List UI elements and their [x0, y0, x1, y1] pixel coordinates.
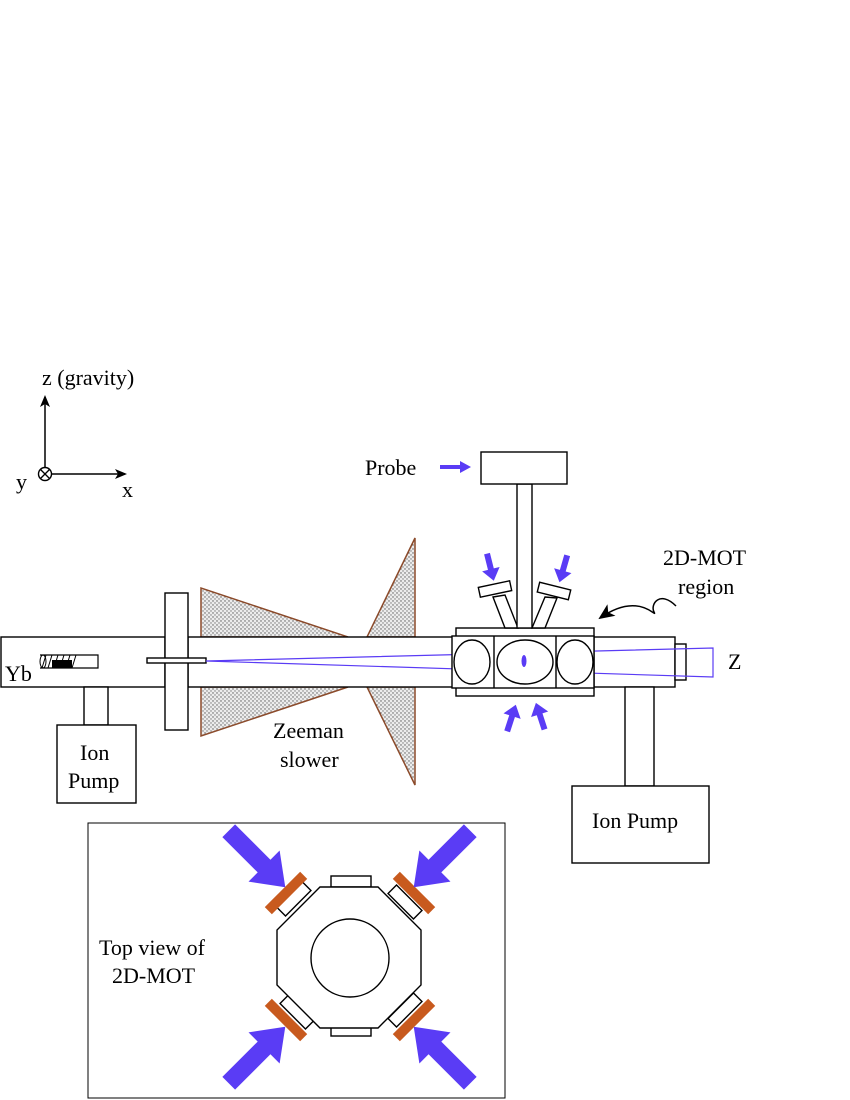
oven-chamber — [0, 636, 166, 688]
yb-oven: Yb — [5, 654, 99, 686]
oven-heater-end — [39, 654, 47, 669]
top-view-center-window — [310, 918, 390, 998]
probe-beam-arrow-icon — [440, 461, 471, 473]
mot-beam-top-right-arrow-icon — [554, 554, 572, 583]
ion-pump-left-label-line2: Pump — [68, 768, 119, 793]
top-view-label-line1: Top view of — [99, 935, 206, 960]
top-view-port-top — [330, 875, 372, 888]
top-view-inset: Top view of 2D-MOT — [87, 822, 506, 1099]
mot-region-pointer-arrow — [598, 598, 677, 620]
top-view-laser-arrows — [222, 824, 477, 1090]
zeeman-label-line1: Zeeman — [273, 718, 344, 743]
laser-arrow-se-icon — [413, 1026, 477, 1090]
mot-beam-bottom-left-arrow-icon — [503, 704, 521, 733]
z-direction-label: Z — [728, 649, 741, 674]
zeeman-coil-upper-right — [365, 537, 416, 638]
mot-window-right — [556, 639, 594, 685]
x-axis-label: x — [122, 477, 133, 502]
zeeman-coil-lower-right — [365, 686, 416, 786]
probe-label: Probe — [365, 455, 416, 480]
mot-chamber — [451, 627, 595, 697]
ion-pump-left-label-line1: Ion — [80, 740, 109, 765]
mot-window-center — [496, 639, 554, 685]
zeeman-label-line2: slower — [280, 747, 339, 772]
aperture-plate — [146, 657, 207, 664]
mot-beam-bottom-right-arrow-icon — [531, 702, 549, 731]
probe-stem — [516, 483, 533, 629]
top-view-port-ne — [387, 884, 423, 920]
angled-viewports — [477, 579, 572, 629]
laser-arrow-sw-icon — [222, 1026, 286, 1090]
laser-beams — [440, 461, 572, 733]
mot-region-label-line1: 2D-MOT — [663, 545, 747, 570]
probe-box — [480, 451, 568, 485]
top-view-label-line2: 2D-MOT — [112, 963, 196, 988]
ion-pump-right-label: Ion Pump — [592, 808, 678, 833]
top-view-coils — [264, 871, 436, 1042]
coil-se — [392, 998, 436, 1042]
mot-window-left — [453, 639, 491, 685]
zeeman-coil-upper-left — [200, 586, 349, 638]
coil-sw — [264, 998, 308, 1042]
window-flange — [674, 643, 687, 681]
y-axis-label: y — [16, 469, 27, 494]
ion-pump-right: Ion Pump — [571, 686, 710, 864]
mot-region-label-line2: region — [678, 574, 734, 599]
coil-ne — [392, 871, 436, 915]
mot-outlet-tube — [593, 636, 676, 688]
yb-label: Yb — [5, 661, 32, 686]
coordinate-axes: z (gravity) y x — [16, 365, 134, 502]
z-axis-label: z (gravity) — [42, 365, 134, 390]
coil-nw — [264, 871, 308, 915]
y-axis-into-page-icon — [37, 466, 53, 482]
laser-arrow-nw-icon — [222, 824, 286, 888]
laser-arrow-ne-icon — [413, 824, 477, 888]
ion-pump-left: Ion Pump — [56, 686, 137, 804]
probe-assembly: Probe — [365, 451, 568, 629]
mot-region-callout: 2D-MOT region — [598, 545, 747, 620]
atom-cloud — [521, 655, 527, 667]
yb-sample — [52, 660, 72, 668]
mot-beam-top-left-arrow-icon — [482, 552, 500, 581]
